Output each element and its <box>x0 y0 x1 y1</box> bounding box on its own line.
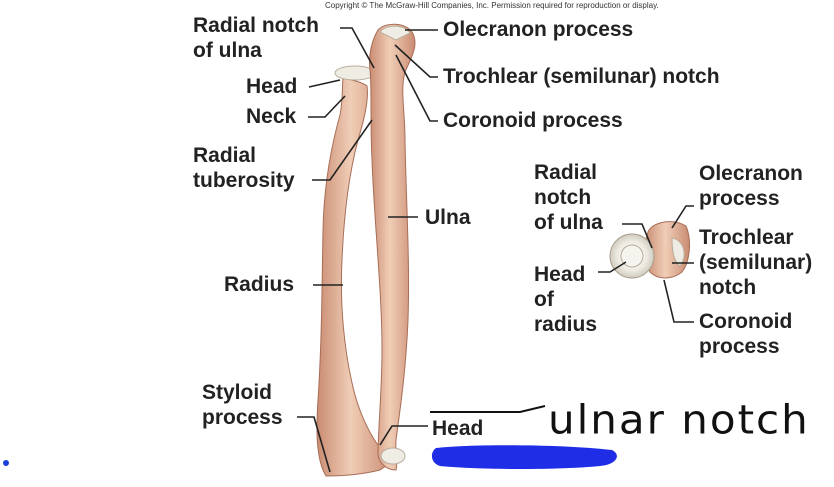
label-radius: Radius <box>224 273 295 296</box>
redaction-scribble <box>431 445 617 469</box>
label-radial-tuberosity-line1: Radial <box>193 144 257 167</box>
leader-trochlear <box>394 44 438 78</box>
inset-label-head-radius-line3: radius <box>534 313 598 336</box>
leader-radial-notch <box>340 27 375 69</box>
label-coronoid: Coronoid process <box>443 109 623 132</box>
label-trochlear: Trochlear (semilunar) notch <box>443 65 720 88</box>
leader-neck <box>308 95 346 118</box>
label-styloid-line2: process <box>202 406 283 429</box>
leader-inset-olecranon <box>671 205 694 229</box>
label-neck: Neck <box>246 105 297 128</box>
inset-trochlear-notch <box>671 237 685 267</box>
label-head: Head <box>246 75 298 98</box>
label-radial-notch-line1: Radial notch <box>193 14 320 37</box>
leader-radial-tuberosity <box>312 119 373 181</box>
radial-head-disc <box>334 65 376 81</box>
label-head-lower: Head <box>432 417 484 440</box>
inset-label-trochlear-line3: notch <box>699 276 757 299</box>
label-radial-notch-line2: of ulna <box>193 39 262 62</box>
handwritten-annotation: ulnar notch <box>548 396 810 443</box>
inset-label-olecranon-line1: Olecranon <box>699 162 803 185</box>
inset-label-coronoid-line1: Coronoid <box>699 310 793 333</box>
label-radial-tuberosity-line2: tuberosity <box>193 169 295 192</box>
leader-head-lower <box>379 425 428 446</box>
olecranon-cartilage <box>379 25 411 41</box>
inset-label-head-radius-line2: of <box>534 288 554 311</box>
leader-inset-radial-notch <box>622 223 653 249</box>
ulna-bone <box>369 23 416 471</box>
inset-label-radial-notch-line3: of ulna <box>534 211 603 234</box>
bullet-dot <box>3 460 9 466</box>
leader-head <box>308 79 341 88</box>
inset-label-head-radius-line1: Head <box>534 263 586 286</box>
ulna-lower-head <box>380 447 406 465</box>
leader-coronoid <box>395 54 438 122</box>
inset-radius-fovea <box>620 244 644 268</box>
inset-label-radial-notch-line1: Radial <box>534 161 598 184</box>
leader-inset-head <box>598 261 627 273</box>
leader-styloid <box>297 416 331 473</box>
label-olecranon: Olecranon process <box>443 18 634 41</box>
inset-label-trochlear-line1: Trochlear <box>699 226 794 249</box>
inset-label-trochlear-line2: (semilunar) <box>699 251 813 274</box>
inset-label-olecranon-line2: process <box>699 187 780 210</box>
label-ulna: Ulna <box>425 206 471 229</box>
copyright-notice: Copyright © The McGraw-Hill Companies, I… <box>325 1 659 10</box>
label-styloid-line1: Styloid <box>202 381 273 404</box>
handwritten-leader <box>430 405 546 413</box>
inset-label-radial-notch-line2: notch <box>534 186 592 209</box>
leader-inset-coronoid <box>663 279 694 323</box>
inset-label-coronoid-line2: process <box>699 335 780 358</box>
